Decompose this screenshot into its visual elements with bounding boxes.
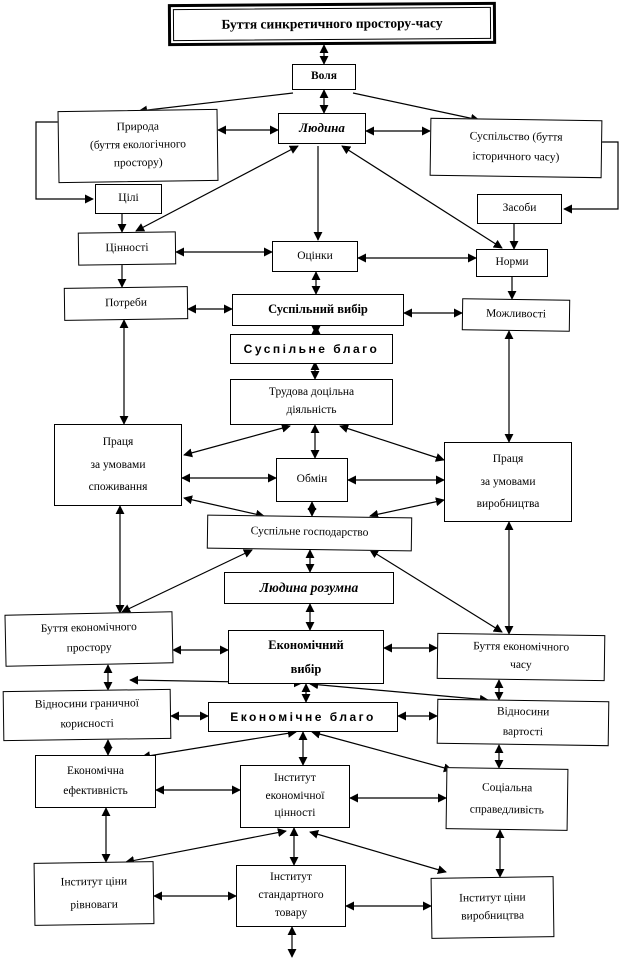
node-normy: Норми	[476, 249, 548, 277]
node-sotsialna-spravedlyvist: Соціальна справедливість	[445, 767, 569, 831]
node-ekonomichna-efektyvnist: Економічна ефективність	[35, 755, 156, 808]
node-suspilne-hospodarstvo: Суспільне господарство	[206, 514, 413, 552]
title-box: Буття синкретичного простору-часу	[167, 1, 497, 47]
node-tsinnosti: Цінності	[77, 231, 177, 266]
node-potreby: Потреби	[63, 286, 189, 321]
node-instytut-tsiny-vyrobnytstva: Інститут ціни виробництва	[430, 876, 555, 939]
node-tsili: Цілі	[95, 184, 162, 214]
node-pratsia-spozhyvannia: Праця за умовами споживання	[54, 424, 182, 506]
node-trudova-diialnist: Трудова доцільна діяльність	[230, 379, 393, 425]
node-suspilne-blaho: Суспільне благо	[230, 334, 393, 364]
node-otsinky: Оцінки	[272, 241, 358, 272]
node-buttia-prostoru: Буття економічного простору	[4, 611, 174, 667]
diagram-title: Буття синкретичного простору-часу	[172, 6, 492, 42]
node-ekonomichne-blaho: Економічне благо	[208, 702, 398, 732]
node-instytut-ekon-tsinnosti: Інститут економічної цінності	[240, 765, 350, 828]
node-suspilstvo: Суспільство (буття історичного часу)	[429, 117, 603, 179]
node-vidnosyny-vartosti: Відносини вартості	[436, 698, 610, 747]
node-vidnosyny-hranychnoi: Відносини граничної корисності	[2, 688, 172, 742]
node-pratsia-vyrobnytstva: Праця за умовами виробництва	[444, 442, 572, 522]
node-volya: Воля	[292, 64, 356, 90]
node-pryroda: Природа (буття екологічного простору)	[57, 108, 219, 184]
node-instytut-tsiny-rivnovahy: Інститут ціни рівноваги	[33, 861, 155, 926]
node-instytut-standartnoho-tovaru: Інститут стандартного товару	[236, 865, 346, 927]
node-mozhlyvosti: Можливості	[461, 298, 571, 332]
node-buttia-chasu: Буття економічного часу	[436, 632, 606, 682]
node-lyudyna: Людина	[278, 113, 366, 144]
node-zasoby: Засоби	[477, 194, 562, 224]
node-suspilnyi-vybir: Суспільний вибір	[232, 294, 404, 326]
node-ekonomichnyi-vybir: Економічний вибір	[228, 630, 384, 684]
node-obmin: Обмін	[276, 458, 348, 502]
node-liudyna-rozumna: Людина розумна	[224, 572, 394, 604]
